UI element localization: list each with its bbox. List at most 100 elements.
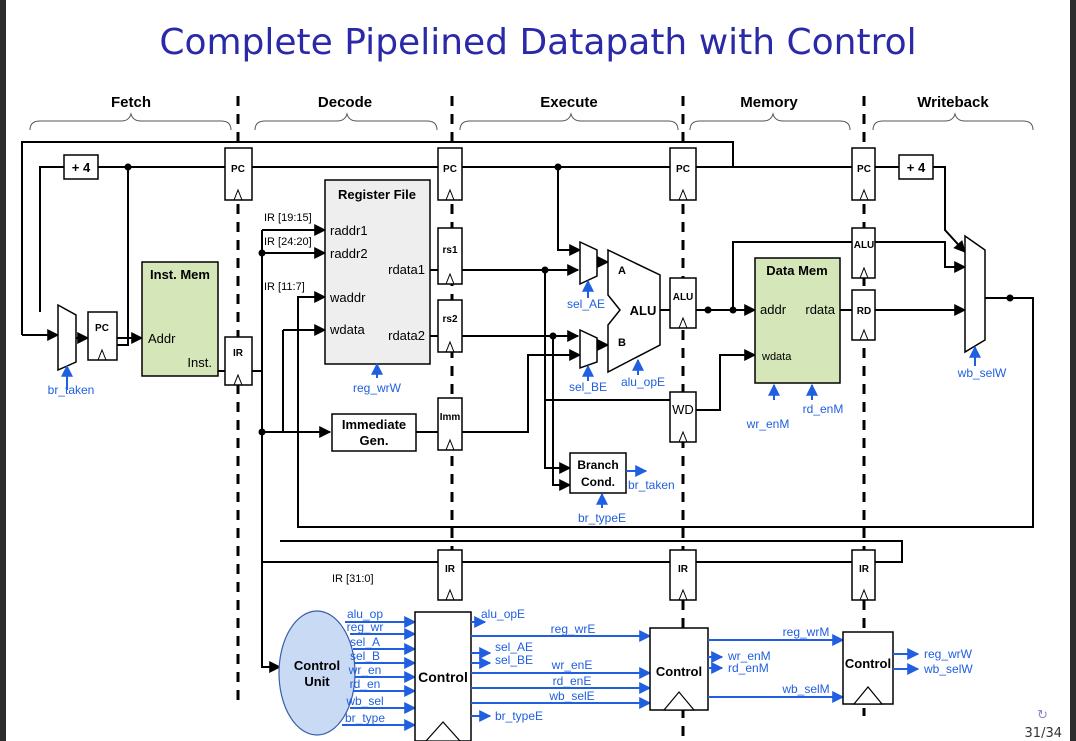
inst-mem-addr: Addr: [148, 331, 176, 346]
adder-fetch-label: + 4: [72, 160, 91, 175]
sel-BE-label: sel_BE: [569, 380, 607, 394]
slide-title: Complete Pipelined Datapath with Control: [159, 22, 917, 63]
alu-reg-memory: [669, 277, 697, 329]
data-mem-addr: addr: [760, 302, 787, 317]
ec-out-rd-enM: rd_enM: [728, 661, 769, 675]
adder-fetch: [63, 154, 99, 180]
register-labels: PC PC IR PC rs1 rs2 Imm IR PC ALU IR PC …: [95, 164, 874, 575]
cu-out-sel-b: sel_B: [350, 649, 380, 663]
control-unit-output-labels: alu_op reg_wr sel_A sel_B wr_en rd_en wb…: [345, 607, 385, 725]
alu-input-a-label: A: [618, 265, 626, 277]
ir-reg-decode: [224, 336, 253, 386]
data-mem-rdata: rdata: [805, 302, 835, 317]
dc-out-wb-selE: wb_selE: [548, 689, 594, 703]
pc-mux: [57, 303, 77, 372]
brace-memory: [689, 112, 851, 131]
ir-11-7-label: IR [11:7]: [264, 281, 305, 293]
pc-reg-writeback: [851, 147, 876, 201]
stage-execute: Execute: [540, 94, 598, 111]
cu-out-br-type: br_type: [345, 711, 385, 725]
pc-label-execute: PC: [443, 164, 457, 175]
rd-reg-writeback: [851, 289, 876, 341]
alu-label-memory: ALU: [673, 292, 694, 303]
alu-label: ALU: [630, 303, 657, 318]
ir-label-memory: IR: [678, 564, 689, 575]
brace-fetch: [29, 112, 232, 131]
control-unit: [278, 610, 356, 736]
control-reg-memory-clock: [852, 686, 884, 705]
brace-execute: [459, 112, 679, 131]
rs1-label: rs1: [442, 245, 457, 256]
memory-control-output-labels: reg_wrW wb_selW: [923, 647, 973, 676]
ir-31-0-label: IR [31:0]: [332, 573, 374, 585]
adder-writeback: [898, 154, 934, 180]
page-number: 31/34: [1024, 726, 1062, 741]
inst-mem-title: Inst. Mem: [150, 267, 210, 282]
branch-cond-line1: Branch: [577, 458, 618, 472]
raddr2-port: raddr2: [330, 246, 368, 261]
register-clock-triangles: [97, 188, 869, 601]
inst-mem-inst: Inst.: [187, 355, 212, 370]
alu-reg-writeback: [851, 227, 876, 279]
nav-refresh-icon[interactable]: ↻: [1037, 708, 1048, 723]
stage-headers: Fetch Decode Execute Memory Writeback: [29, 94, 1034, 131]
dc-out-rd-enE: rd_enE: [553, 674, 592, 688]
cu-out-sel-a: sel_A: [350, 635, 380, 649]
adder-writeback-label: + 4: [907, 160, 926, 175]
datapath-wires: [21, 141, 1034, 673]
control-reg-decode-clock: [425, 721, 461, 741]
control-reg-execute-clock: [662, 691, 696, 711]
brace-decode: [254, 112, 438, 131]
ir-reg-writeback: [851, 549, 876, 601]
rd-label-writeback: RD: [857, 306, 871, 317]
ir-19-15-label: IR [19:15]: [264, 212, 312, 224]
control-reg-decode: [414, 611, 472, 741]
wdata-port: wdata: [329, 322, 365, 337]
control-unit-line2: Unit: [304, 674, 330, 689]
alu-a-mux: [579, 240, 598, 286]
register-file-block: [324, 179, 431, 365]
ec-out-wb-selM: wb_selM: [781, 682, 829, 696]
wd-label: WD: [672, 402, 694, 417]
slide-frame-left: [0, 0, 6, 741]
control-reg-execute-label: Control: [656, 664, 702, 679]
dc-out-sel-BE: sel_BE: [495, 653, 533, 667]
pc-label-writeback: PC: [857, 164, 871, 175]
data-mem-block: [754, 257, 841, 384]
control-signal-arrows: [61, 279, 981, 508]
stage-memory: Memory: [740, 94, 798, 111]
br-taken-label-fetch: br_taken: [48, 383, 95, 397]
ir-reg-execute: [437, 549, 463, 601]
alu-input-b-label: B: [618, 337, 626, 349]
pc-label-memory: PC: [676, 164, 690, 175]
mc-out-reg-wrW: reg_wrW: [924, 647, 973, 661]
decode-control-output-wires: [471, 616, 652, 722]
imm-reg: [437, 397, 463, 451]
decode-control-output-labels: alu_opE reg_wrE sel_AE sel_BE wr_enE rd_…: [481, 607, 595, 723]
imm-gen-block: [331, 413, 417, 452]
rdata1-port: rdata1: [388, 262, 425, 277]
cu-out-wr-en: wr_en: [348, 663, 382, 677]
control-reg-memory-label: Control: [845, 656, 891, 671]
dc-out-alu-opE: alu_opE: [481, 607, 525, 621]
register-file-title: Register File: [338, 187, 416, 202]
wd-reg-memory: [669, 391, 697, 443]
control-reg-decode-label: Control: [418, 669, 468, 685]
rs2-reg: [437, 299, 463, 353]
dc-out-reg-wrE: reg_wrE: [551, 622, 596, 636]
stage-decode: Decode: [318, 94, 372, 111]
pc-label-decode: PC: [231, 164, 245, 175]
ec-out-reg-wrM: reg_wrM: [783, 625, 830, 639]
stage-fetch: Fetch: [111, 94, 151, 111]
slide-frame-right: [1070, 0, 1076, 741]
wr-enM-label: wr_enM: [746, 417, 790, 431]
cu-out-alu-op: alu_op: [347, 607, 383, 621]
rd-enM-label: rd_enM: [803, 402, 844, 416]
rdata2-port: rdata2: [388, 328, 425, 343]
execute-control-output-labels: reg_wrM wr_enM rd_enM wb_selM: [727, 625, 830, 696]
wb-selW-label: wb_selW: [957, 366, 1007, 380]
writeback-mux: [964, 234, 986, 354]
raddr1-port: raddr1: [330, 223, 368, 238]
dc-out-wr-enE: wr_enE: [551, 658, 593, 672]
dc-out-br-typeE: br_typeE: [495, 709, 543, 723]
